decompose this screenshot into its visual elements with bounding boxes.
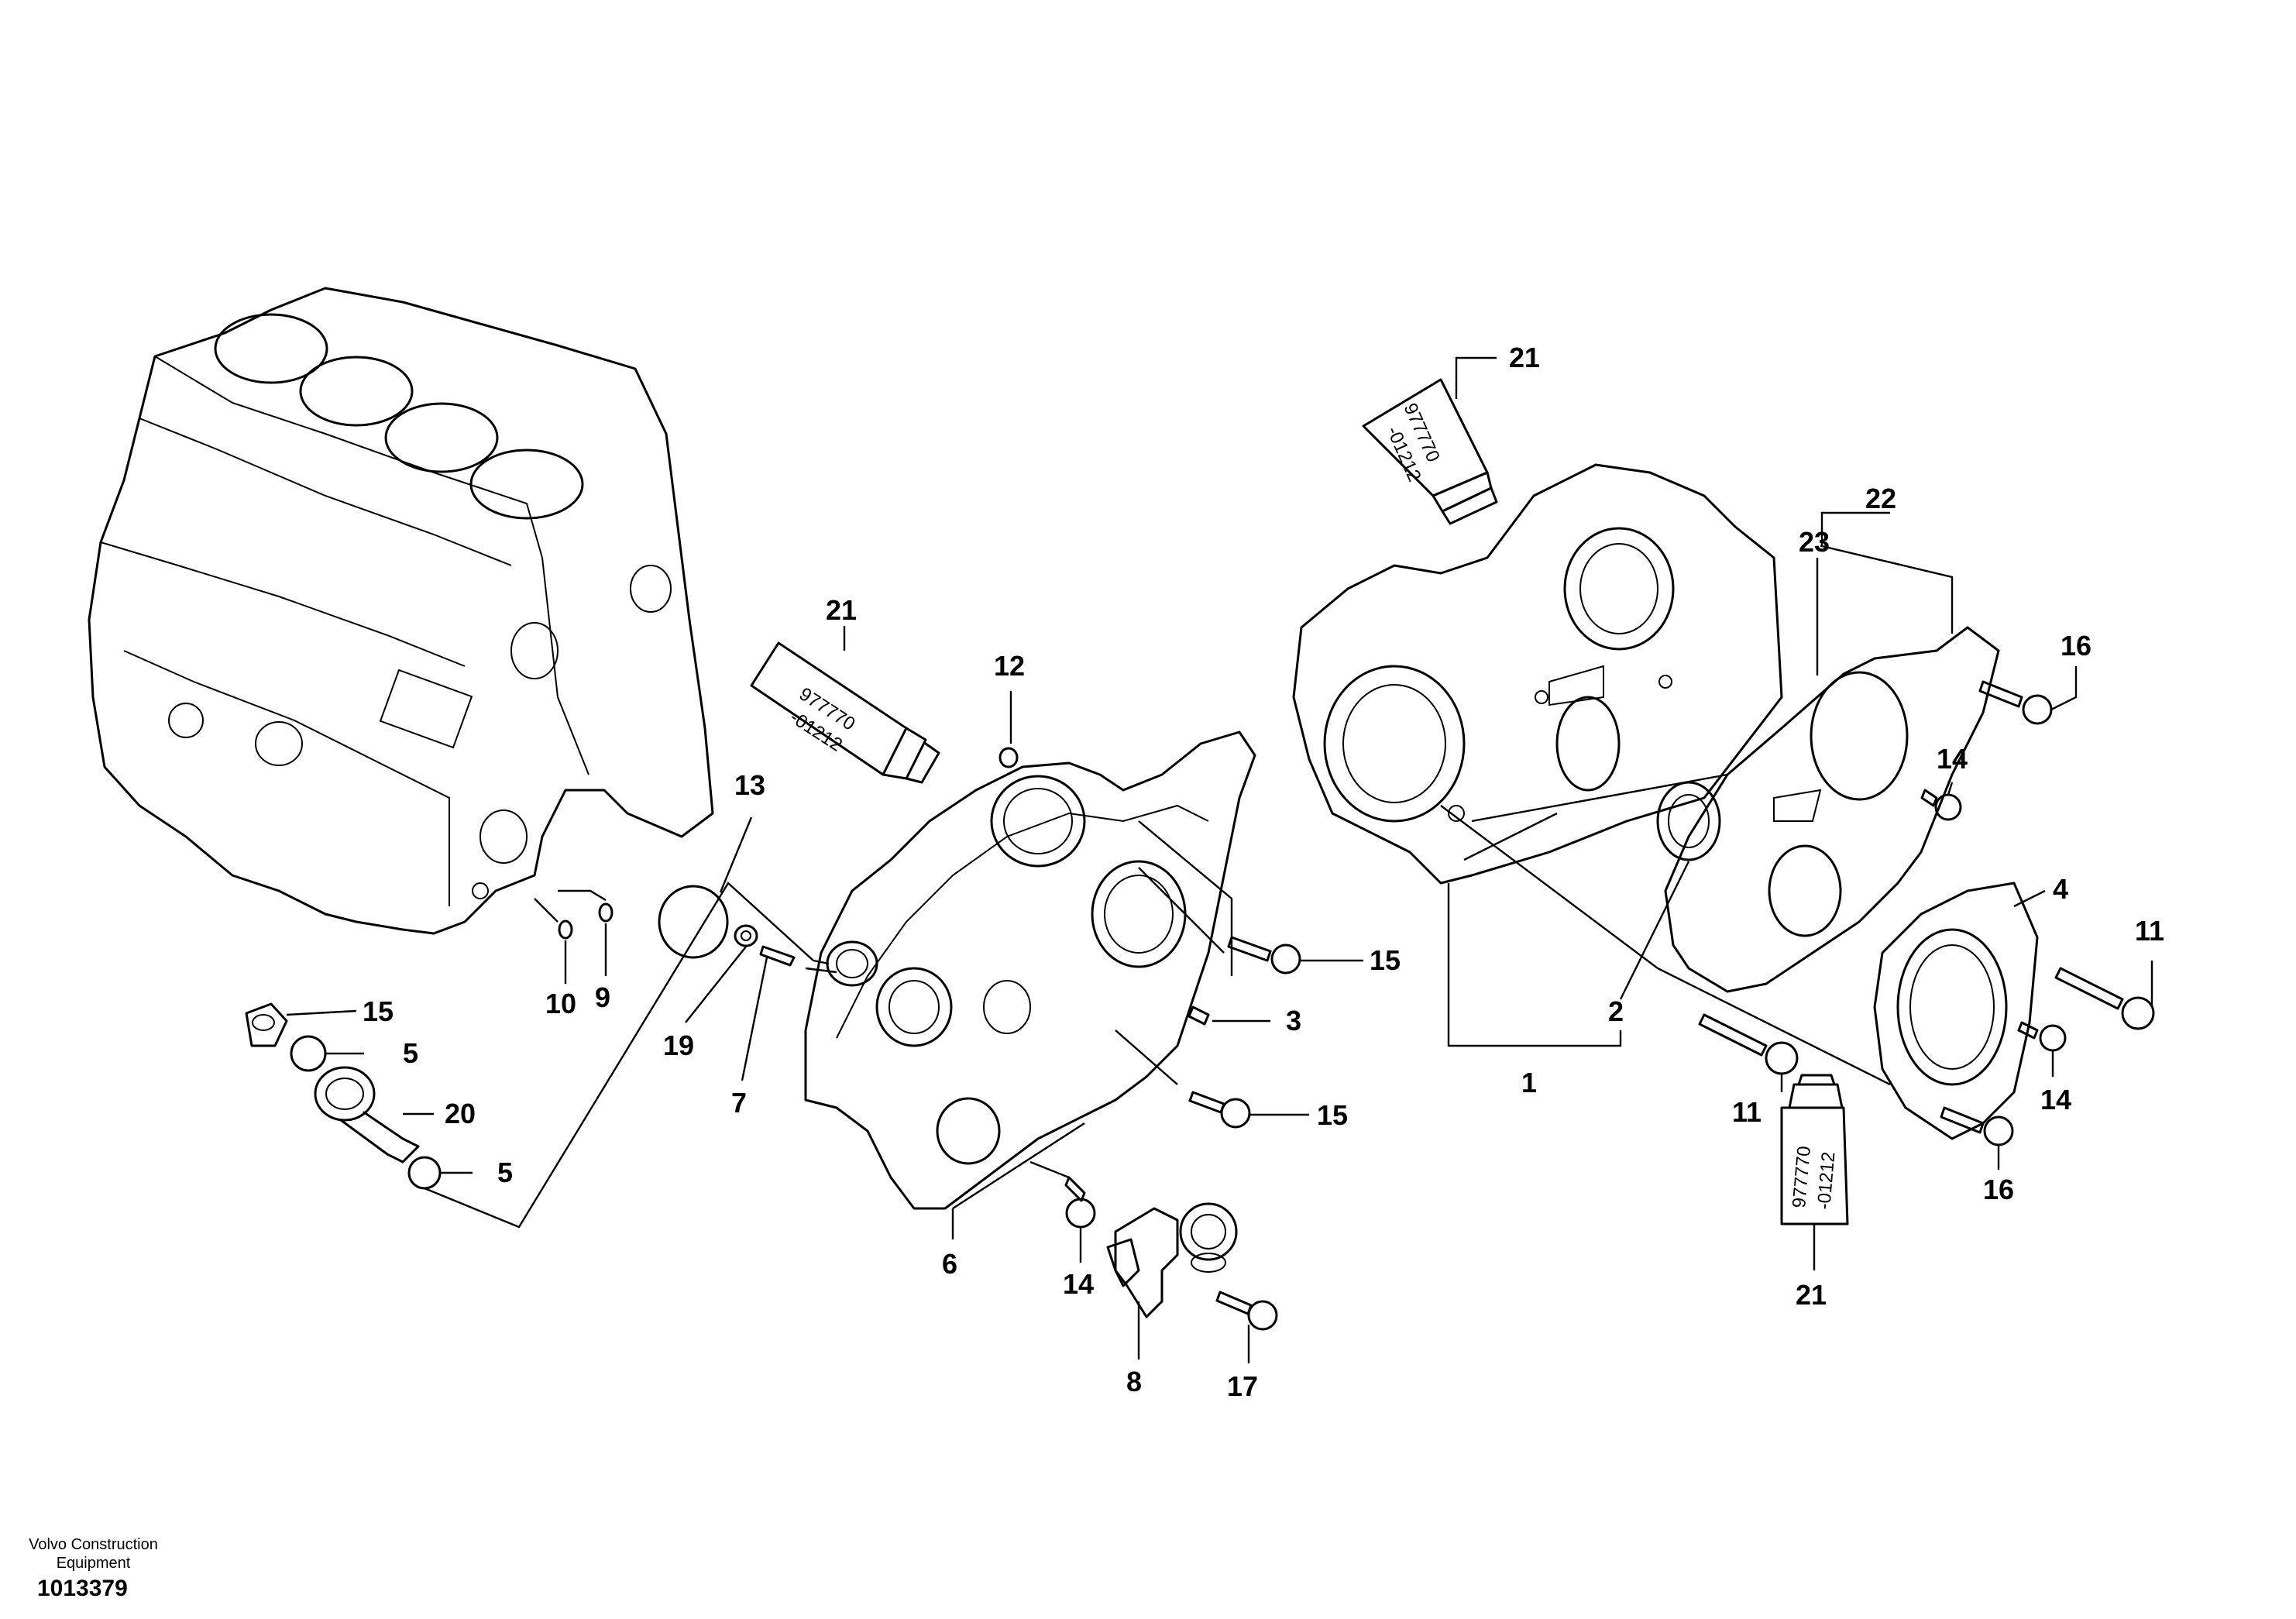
tube-label-bottom-2: -01212 (1813, 1151, 1839, 1211)
bolt-14-center (1064, 1176, 1096, 1229)
callout-12: 12 (994, 650, 1025, 682)
callout-5-lower: 5 (497, 1157, 513, 1188)
bolt-15-upper (1227, 936, 1301, 974)
callout-1: 1 (1521, 1067, 1537, 1098)
nut-18 (734, 924, 758, 947)
oil-seal-ring (826, 940, 878, 987)
adapter-20 (314, 1066, 420, 1164)
callout-23: 23 (1799, 526, 1830, 558)
callout-22: 22 (1865, 483, 1896, 514)
dowel-pin-3 (1188, 1005, 1210, 1026)
front-plate-23 (1664, 626, 2000, 993)
sealant-tube-top: 977770 -01212 (1362, 378, 1498, 525)
callout-11-center: 11 (1732, 1096, 1762, 1128)
callout-6: 6 (942, 1248, 957, 1280)
callout-4: 4 (2053, 873, 2068, 905)
brand-line-1: Volvo Construction (29, 1536, 158, 1553)
leader-lines (286, 356, 2153, 1363)
callout-16-lower: 16 (1983, 1174, 2014, 1205)
callout-9: 9 (595, 981, 610, 1013)
callout-14-right-lower: 14 (2040, 1084, 2071, 1115)
timing-gear-case (804, 730, 1256, 1210)
callout-17: 17 (1227, 1370, 1258, 1402)
callout-15-upper: 15 (1370, 944, 1401, 976)
o-ring-5-lower (407, 1156, 442, 1190)
brand-caption: Volvo Construction Equipment (14, 1535, 173, 1573)
brand-line-2: Equipment (56, 1555, 131, 1572)
callout-19: 15 (363, 995, 394, 1027)
callout-3: 3 (1286, 1005, 1301, 1036)
sealant-tube-bottom: 977770 -01212 (1780, 1074, 1849, 1225)
callout-labels: 21 21 21 22 23 12 13 16 14 4 11 15 3 15 … (363, 342, 2164, 1402)
figure-number: 1013379 (37, 1576, 128, 1601)
tube-label-bottom-1: 977770 (1789, 1145, 1815, 1208)
o-ring-10 (558, 919, 573, 940)
o-ring-9 (598, 902, 614, 923)
callout-20: 20 (445, 1098, 476, 1129)
callout-13: 13 (734, 769, 765, 801)
bolt-11-center (1698, 1013, 1799, 1075)
oil-seal-2 (1656, 781, 1721, 861)
callout-21-bottom: 21 (1796, 1279, 1827, 1311)
cylinder-block (88, 287, 714, 935)
callout-10: 10 (545, 988, 576, 1019)
plug-19 (245, 1002, 288, 1047)
bolt-16-upper (1978, 680, 2053, 725)
callout-16-upper: 16 (2061, 630, 2091, 662)
callout-14-right-upper: 14 (1937, 743, 1968, 775)
bolt-15-lower (1188, 1091, 1251, 1129)
bolt-11-right (2054, 967, 2155, 1030)
o-ring-12 (998, 747, 1019, 768)
callout-5-upper: 5 (403, 1037, 418, 1069)
callout-15-lower: 15 (1317, 1099, 1348, 1131)
callout-14-center: 14 (1063, 1268, 1094, 1300)
callout-21-center: 21 (826, 594, 857, 626)
stud-7 (759, 945, 796, 967)
o-ring-13 (658, 885, 729, 959)
callout-2: 2 (1608, 995, 1624, 1027)
crank-cover-4 (1873, 882, 2039, 1140)
callout-21-top: 21 (1509, 342, 1540, 373)
bolt-17 (1215, 1291, 1278, 1331)
callout-8: 8 (1126, 1366, 1142, 1397)
callout-11-right: 11 (2135, 915, 2164, 947)
callout-7: 7 (731, 1087, 747, 1119)
o-ring-5-upper (290, 1035, 327, 1072)
oil-pump (1106, 1202, 1238, 1318)
sealant-tube-center: 977770 -01212 (750, 641, 940, 784)
callout-18: 19 (663, 1029, 694, 1061)
gear-case-gasket-1 (1292, 463, 1783, 885)
